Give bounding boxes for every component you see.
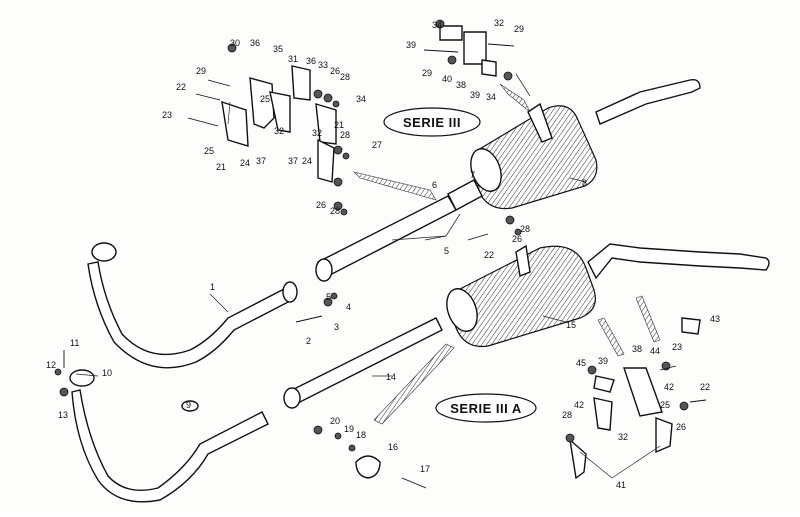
label-25c: 25 [660,400,670,410]
label-36: 36 [250,38,260,48]
label-5: 5 [444,246,449,256]
strap-lower [373,343,455,425]
clamp-16 [355,455,381,479]
label-26c: 26 [512,234,522,244]
serie-3-label: SERIE III [383,107,481,137]
svg-text:SERIE III: SERIE III [403,115,461,130]
label-38: 38 [456,80,466,90]
label-18: 18 [356,430,366,440]
label-29c: 29 [422,68,432,78]
label-26: 26 [330,66,340,76]
pipe-serie-3a [283,317,443,409]
label-27: 27 [372,140,382,150]
label-39: 39 [406,40,416,50]
label-31: 31 [288,54,298,64]
front-pipe-serie-3 [87,242,298,369]
label-22c: 22 [700,382,710,392]
label-3: 3 [334,322,339,332]
label-13: 13 [58,410,68,420]
label-32d: 32 [618,432,628,442]
label-33: 33 [318,60,328,70]
label-15: 15 [566,320,576,330]
label-28e: 28 [562,410,572,420]
label-37b: 37 [288,156,298,166]
label-28b: 28 [340,130,350,140]
label-35: 35 [273,44,283,54]
label-6: 6 [432,180,437,190]
label-19: 19 [344,424,354,434]
label-34c: 34 [486,92,496,102]
label-39c: 39 [598,356,608,366]
label-32c: 32 [494,18,504,28]
serie-3a-label: SERIE III A [435,393,537,423]
label-37: 37 [256,156,266,166]
label-1: 1 [210,282,215,292]
pipe-serie-3 [315,179,483,282]
label-10: 10 [102,368,112,378]
mounting-brackets-serie-3a [565,295,707,480]
label-32b: 32 [312,128,322,138]
label-26d: 26 [676,422,686,432]
label-32: 32 [274,126,284,136]
silencer-serie-3 [470,78,701,210]
label-17: 17 [420,464,430,474]
label-5b: 5 [326,292,331,302]
top-hanger-serie-3 [423,19,531,113]
label-40: 40 [442,74,452,84]
label-22b: 22 [484,250,494,260]
mounting-brackets-serie-3 [187,43,350,187]
label-12: 12 [46,360,56,370]
label-9: 9 [186,400,191,410]
label-2: 2 [306,336,311,346]
part-number-labels: 30 36 35 31 36 33 26 28 29 22 23 25 34 2… [46,18,720,490]
label-16: 16 [388,442,398,452]
label-38b: 38 [632,344,642,354]
label-29b: 29 [514,24,524,34]
svg-text:SERIE III A: SERIE III A [450,401,522,416]
label-23b: 23 [672,342,682,352]
label-11: 11 [70,338,79,348]
label-14: 14 [386,372,396,382]
label-28d: 28 [520,224,530,234]
strap-upper [353,171,437,201]
label-4: 4 [346,302,351,312]
label-20: 20 [330,416,340,426]
label-44: 44 [650,346,660,356]
label-34: 34 [356,94,366,104]
label-25: 25 [260,94,270,104]
label-21: 21 [216,162,226,172]
leader-lines [75,73,661,479]
label-21b: 21 [334,120,344,130]
front-pipe-serie-3a [69,369,269,503]
label-42: 42 [664,382,674,392]
label-28c: 28 [330,206,340,216]
label-41: 41 [616,480,626,490]
label-29: 29 [196,66,206,76]
label-22: 22 [176,82,186,92]
label-25b: 25 [204,146,214,156]
label-42b: 42 [574,400,584,410]
label-28: 28 [340,72,350,82]
label-39b: 39 [470,90,480,100]
silencer-serie-3a [446,243,770,348]
label-26b: 26 [316,200,326,210]
label-24: 24 [240,158,250,168]
label-23: 23 [162,110,172,120]
label-8: 8 [582,178,587,188]
label-36b: 36 [306,56,316,66]
label-24b: 24 [302,156,312,166]
label-34b: 34 [432,20,442,30]
label-45: 45 [576,358,586,368]
label-7: 7 [470,170,475,180]
label-43: 43 [710,314,720,324]
label-30: 30 [230,38,240,48]
